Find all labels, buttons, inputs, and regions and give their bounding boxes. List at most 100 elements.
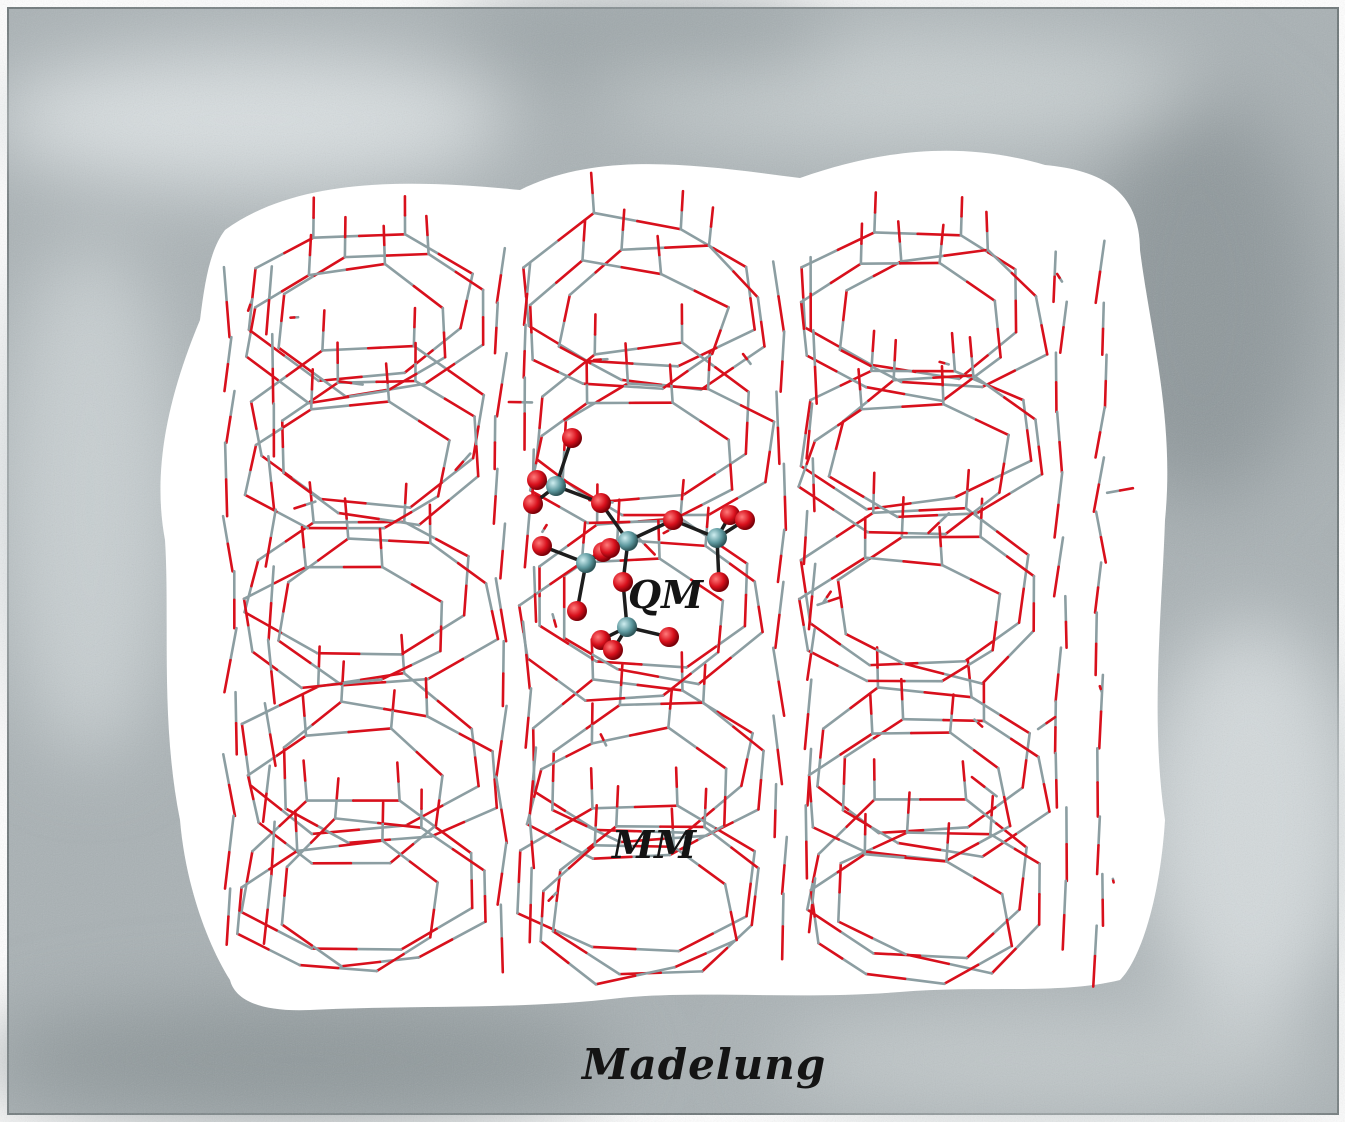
framework-bond bbox=[706, 527, 707, 546]
framework-bond bbox=[236, 723, 237, 754]
framework-bond bbox=[874, 232, 917, 233]
framework-bond bbox=[404, 503, 405, 522]
framework-bond bbox=[659, 540, 660, 559]
oxygen-atom bbox=[567, 601, 587, 621]
madelung-region-label: Madelung bbox=[582, 1040, 826, 1089]
framework-bond bbox=[709, 351, 710, 370]
framework-bond bbox=[972, 356, 974, 375]
framework-bond bbox=[775, 784, 776, 810]
framework-bond bbox=[708, 370, 709, 389]
framework-bond bbox=[809, 749, 811, 777]
framework-bond bbox=[622, 230, 623, 250]
framework-bond bbox=[530, 305, 531, 332]
framework-bond bbox=[813, 330, 815, 367]
framework-bond bbox=[668, 709, 670, 728]
framework-bond bbox=[386, 364, 387, 383]
oxygen-atom bbox=[591, 493, 611, 513]
framework-bond bbox=[472, 881, 473, 908]
framework-bond bbox=[340, 381, 352, 383]
framework-bond bbox=[944, 720, 984, 721]
framework-bond bbox=[471, 853, 472, 880]
framework-bond bbox=[345, 499, 347, 519]
framework-bond bbox=[981, 518, 982, 537]
framework-bond bbox=[583, 523, 585, 543]
framework-bond bbox=[582, 240, 583, 260]
framework-bond bbox=[335, 798, 337, 818]
framework-bond bbox=[535, 594, 536, 621]
framework-bond bbox=[902, 699, 903, 719]
framework-bond bbox=[992, 796, 993, 815]
framework-bond bbox=[1101, 675, 1103, 712]
framework-bond bbox=[942, 366, 943, 385]
framework-bond bbox=[872, 733, 911, 734]
framework-bond bbox=[282, 421, 283, 447]
framework-bond bbox=[620, 704, 662, 705]
framework-bond bbox=[987, 231, 988, 250]
framework-bond bbox=[745, 595, 746, 626]
framework-bond bbox=[295, 811, 296, 831]
framework-bond bbox=[894, 360, 895, 380]
framework-bond bbox=[531, 332, 532, 359]
framework-bond bbox=[861, 224, 862, 244]
silicon-atom bbox=[618, 531, 638, 551]
framework-bond bbox=[703, 684, 704, 703]
framework-bond bbox=[707, 508, 708, 527]
framework-bond bbox=[782, 926, 783, 959]
framework-bond bbox=[627, 363, 628, 383]
framework-bond bbox=[533, 728, 534, 760]
framework-bond bbox=[405, 484, 406, 503]
framework-bond bbox=[940, 362, 944, 363]
framework-bond bbox=[519, 851, 520, 882]
silicon-atom bbox=[707, 528, 727, 548]
framework-bond bbox=[356, 949, 401, 950]
framework-bond bbox=[953, 352, 954, 371]
framework-bond bbox=[981, 499, 982, 518]
framework-bond bbox=[387, 254, 429, 256]
framework-bond bbox=[552, 781, 553, 810]
silicon-atom bbox=[546, 476, 566, 496]
oxygen-atom bbox=[603, 640, 623, 660]
framework-bond bbox=[227, 917, 229, 945]
framework-bond bbox=[806, 511, 808, 537]
framework-bond bbox=[427, 697, 428, 716]
framework-bond bbox=[296, 831, 297, 851]
framework-bond bbox=[388, 383, 389, 402]
framework-bond bbox=[907, 813, 908, 833]
framework-bond bbox=[484, 871, 485, 896]
framework-bond bbox=[380, 529, 381, 548]
framework-bond bbox=[1105, 381, 1106, 407]
framework-bond bbox=[952, 333, 953, 352]
framework-bond bbox=[495, 328, 496, 353]
framework-bond bbox=[343, 662, 344, 682]
framework-bond bbox=[359, 654, 401, 655]
framework-bond bbox=[323, 310, 324, 330]
framework-bond bbox=[1065, 596, 1066, 622]
framework-bond bbox=[658, 236, 660, 255]
framework-bond bbox=[226, 479, 227, 516]
framework-bond bbox=[426, 216, 427, 235]
framework-bond bbox=[776, 392, 777, 428]
framework-bond bbox=[943, 385, 944, 404]
framework-bond bbox=[1096, 613, 1097, 644]
oxygen-atom bbox=[663, 510, 683, 530]
framework-bond bbox=[303, 696, 305, 716]
framework-bond bbox=[949, 833, 991, 834]
framework-bond bbox=[441, 602, 442, 627]
framework-bond bbox=[911, 733, 950, 734]
framework-bond bbox=[524, 351, 525, 377]
framework-bond bbox=[705, 789, 706, 808]
framework-bond bbox=[895, 340, 896, 360]
framework-bond bbox=[1056, 780, 1057, 807]
framework-bond bbox=[868, 532, 907, 533]
framework-bond bbox=[317, 653, 359, 654]
framework-bond bbox=[781, 362, 783, 392]
framework-bond bbox=[337, 778, 339, 798]
framework-bond bbox=[1064, 881, 1066, 915]
framework-bond bbox=[345, 256, 387, 258]
framework-bond bbox=[591, 173, 592, 193]
framework-bond bbox=[443, 308, 444, 333]
framework-bond bbox=[541, 916, 542, 941]
silicon-atom bbox=[576, 553, 596, 573]
framework-bond bbox=[584, 220, 585, 240]
framework-bond bbox=[807, 777, 809, 805]
